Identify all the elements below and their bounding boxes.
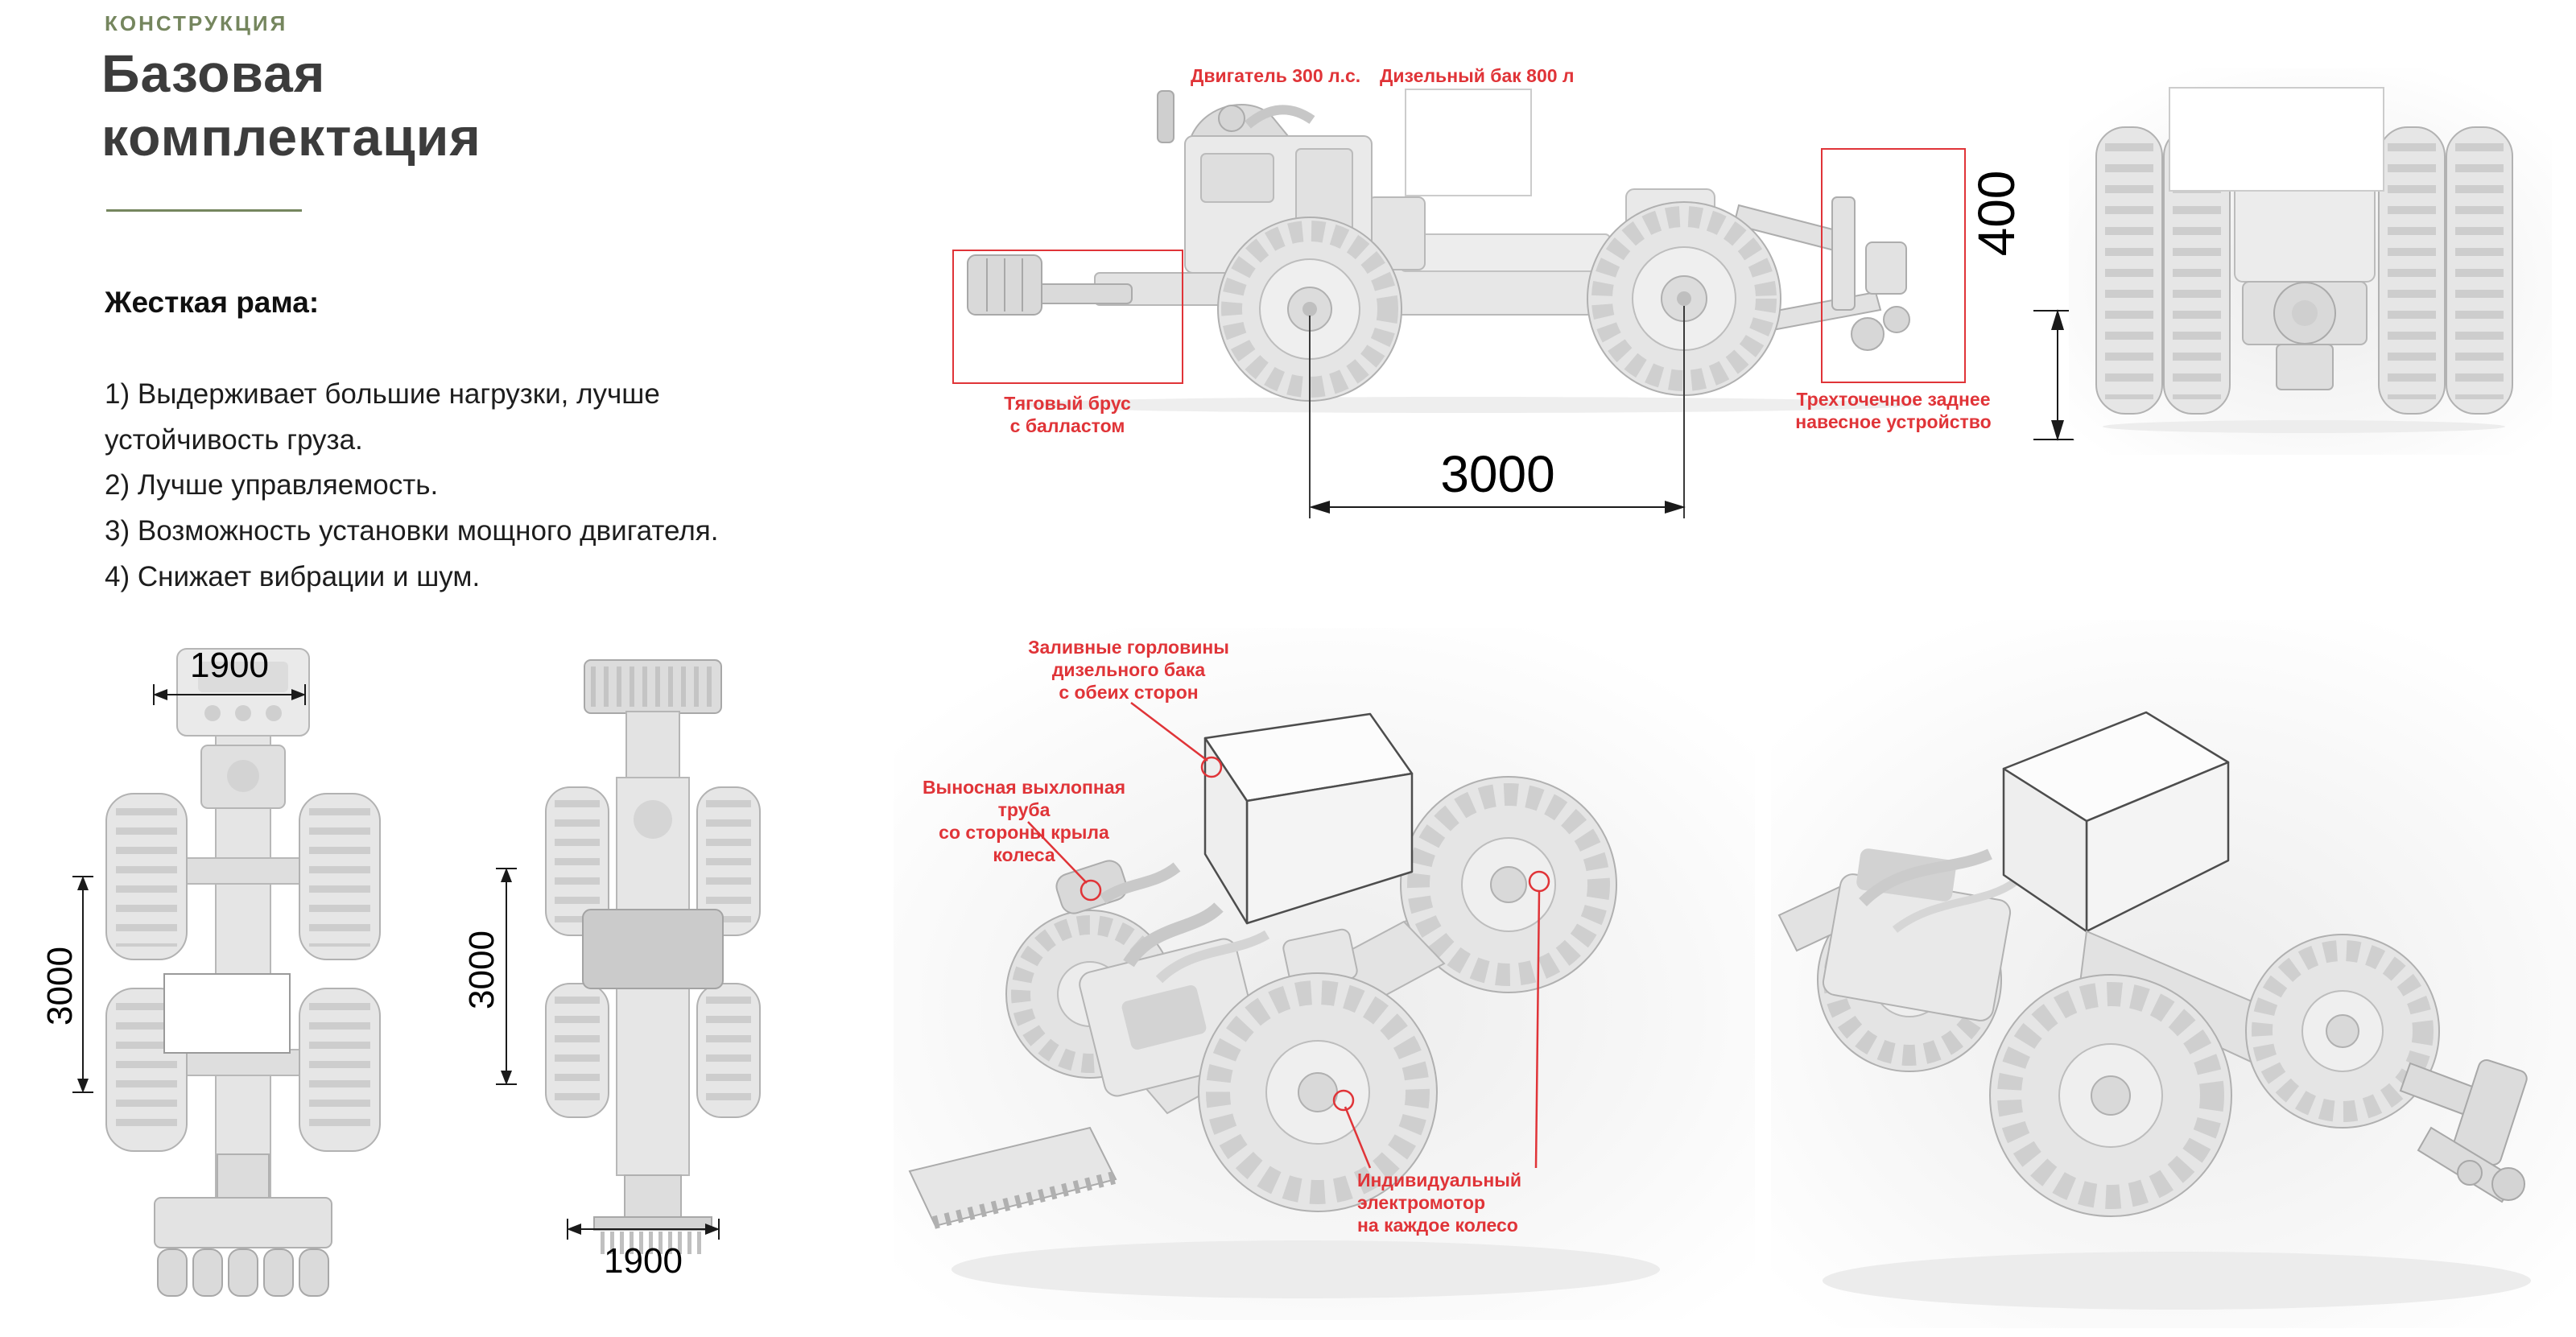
filler-neck-label: Заливные горловины дизельного бака с обе… bbox=[1028, 637, 1229, 704]
top-view-length-dimension-line bbox=[72, 876, 93, 1093]
rear-hitch-shape bbox=[2399, 1059, 2528, 1203]
fuel-tank-highlight bbox=[1405, 89, 1532, 196]
page-title: Базовая комплектация bbox=[101, 43, 481, 167]
fuel-tank-label: Дизельный бак 800 л bbox=[1380, 65, 1575, 86]
title-underline bbox=[106, 209, 302, 212]
tractor-rear-view-illustration bbox=[2095, 125, 2513, 433]
wheelbase-dimension-line bbox=[1309, 501, 1686, 514]
front-view-length-dimension-line bbox=[496, 868, 517, 1085]
tractor-iso-rear-illustration bbox=[1777, 711, 2531, 1310]
feature-item-3: 3) Возможность установки мощного двигате… bbox=[105, 515, 719, 547]
dimension-extension-line bbox=[1683, 306, 1685, 518]
feature-item-4: 4) Снижает вибрации и шум. bbox=[105, 560, 481, 592]
tractor-side-view-illustration bbox=[967, 90, 1916, 413]
callout-lines bbox=[1027, 702, 1550, 1169]
exhaust-pipe-label: Выносная выхлопная труба со стороны крыл… bbox=[922, 777, 1126, 866]
rear-view-highlight-box bbox=[2169, 87, 2384, 192]
feature-item-2: 2) Лучше управляемость. bbox=[105, 469, 439, 501]
drawbar-label: Тяговый брус с балластом bbox=[1004, 393, 1131, 437]
front-view-width-dimension-line bbox=[567, 1219, 720, 1240]
tractor-front-top-view-illustration bbox=[545, 659, 761, 1254]
hitch-highlight-box bbox=[1821, 148, 1966, 383]
wheelbase-dimension: 3000 bbox=[1440, 445, 1555, 503]
front-view-width-dimension: 1900 bbox=[604, 1241, 683, 1281]
drawbar-highlight-box bbox=[952, 250, 1183, 384]
frame-heading: Жесткая рама: bbox=[105, 286, 320, 319]
top-view-width-dimension: 1900 bbox=[190, 646, 269, 685]
clearance-dimension: 400 bbox=[1967, 170, 2025, 257]
tractor-top-view-illustration bbox=[105, 648, 381, 1297]
front-wheel-shape bbox=[1217, 217, 1402, 402]
feature-list: 1) Выдерживает большие нагрузки, лучше у… bbox=[105, 372, 813, 600]
tank-box-shape bbox=[2002, 711, 2230, 933]
feature-item-1: 1) Выдерживает большие нагрузки, лучше у… bbox=[105, 378, 660, 456]
tractor-iso-front-illustration bbox=[908, 702, 1660, 1298]
hitch-label: Трехточечное заднее навесное устройство bbox=[1795, 389, 1992, 433]
wheel-motor-label: Индивидуальный электромотор на каждое ко… bbox=[1357, 1170, 1522, 1236]
eyebrow-label: КОНСТРУКЦИЯ bbox=[105, 11, 288, 35]
dimension-extension-line bbox=[1309, 316, 1311, 518]
top-view-width-dimension-line bbox=[153, 684, 306, 705]
engine-label: Двигатель 300 л.с. bbox=[1191, 65, 1361, 86]
tank-box-shape bbox=[1203, 712, 1414, 925]
